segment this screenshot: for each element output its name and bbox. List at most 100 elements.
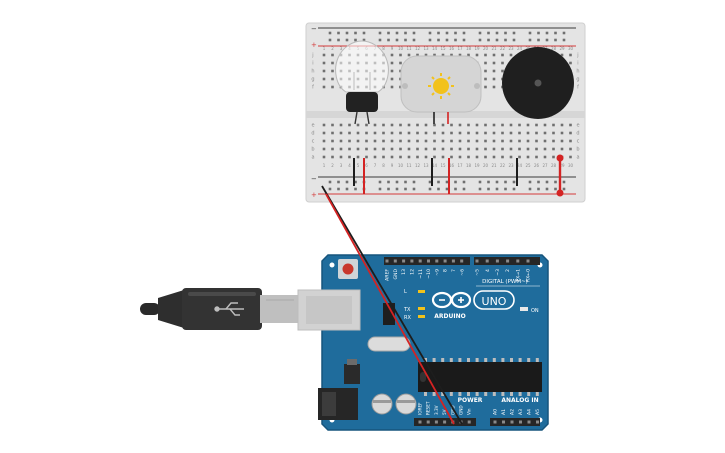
- rail-hole[interactable]: [504, 31, 507, 35]
- breadboard-hole[interactable]: [390, 53, 394, 57]
- reset-button-cap[interactable]: [342, 263, 354, 275]
- breadboard-hole[interactable]: [484, 85, 487, 89]
- rail-hole[interactable]: [554, 180, 557, 184]
- breadboard-hole[interactable]: [569, 147, 572, 151]
- jumper-red-3-end-bottom[interactable]: [556, 189, 564, 197]
- breadboard-hole[interactable]: [492, 69, 496, 73]
- breadboard-hole[interactable]: [407, 139, 411, 143]
- header-pin[interactable]: [475, 259, 479, 263]
- rail-hole[interactable]: [345, 187, 349, 191]
- rail-hole[interactable]: [428, 38, 432, 42]
- rail-hole[interactable]: [412, 38, 416, 42]
- breadboard-hole[interactable]: [390, 123, 394, 127]
- breadboard-hole[interactable]: [382, 147, 385, 151]
- header-pin[interactable]: [435, 259, 439, 263]
- breadboard-hole[interactable]: [390, 85, 394, 89]
- rail-hole[interactable]: [428, 180, 432, 184]
- breadboard-hole[interactable]: [569, 155, 572, 159]
- breadboard-hole[interactable]: [416, 147, 419, 151]
- buzzer-icon[interactable]: [502, 47, 574, 119]
- breadboard-hole[interactable]: [458, 147, 462, 151]
- breadboard-hole[interactable]: [509, 147, 513, 151]
- rail-hole[interactable]: [428, 31, 432, 35]
- breadboard-hole[interactable]: [365, 155, 368, 159]
- breadboard-hole[interactable]: [509, 139, 513, 143]
- header-pin[interactable]: [495, 259, 499, 263]
- header-pin[interactable]: [434, 420, 438, 424]
- breadboard-hole[interactable]: [535, 147, 538, 151]
- breadboard-hole[interactable]: [475, 123, 479, 127]
- rail-hole[interactable]: [554, 31, 557, 35]
- breadboard-hole[interactable]: [322, 53, 326, 57]
- breadboard-hole[interactable]: [569, 53, 572, 57]
- breadboard-hole[interactable]: [475, 147, 479, 151]
- rail-hole[interactable]: [354, 187, 357, 191]
- breadboard-hole[interactable]: [450, 123, 453, 127]
- breadboard-hole[interactable]: [433, 139, 436, 143]
- rail-hole[interactable]: [445, 38, 449, 42]
- breadboard-hole[interactable]: [458, 53, 462, 57]
- header-pin[interactable]: [418, 420, 422, 424]
- breadboard-hole[interactable]: [560, 131, 564, 135]
- breadboard-hole[interactable]: [484, 53, 487, 57]
- breadboard-hole[interactable]: [399, 53, 402, 57]
- header-pin[interactable]: [516, 259, 520, 263]
- rail-hole[interactable]: [562, 38, 566, 42]
- breadboard-hole[interactable]: [492, 123, 496, 127]
- breadboard-hole[interactable]: [382, 131, 385, 135]
- bulb-icon[interactable]: [335, 40, 389, 125]
- rail-hole[interactable]: [562, 31, 566, 35]
- rail-hole[interactable]: [362, 38, 366, 42]
- rail-hole[interactable]: [554, 187, 557, 191]
- rail-hole[interactable]: [537, 187, 540, 191]
- breadboard-hole[interactable]: [322, 139, 326, 143]
- breadboard-hole[interactable]: [509, 53, 513, 57]
- breadboard-hole[interactable]: [441, 155, 445, 159]
- rail-hole[interactable]: [512, 31, 516, 35]
- breadboard-hole[interactable]: [382, 155, 385, 159]
- rail-hole[interactable]: [454, 31, 457, 35]
- header-pin[interactable]: [510, 420, 514, 424]
- rail-hole[interactable]: [528, 187, 532, 191]
- rail-hole[interactable]: [445, 180, 449, 184]
- rail-hole[interactable]: [378, 38, 382, 42]
- rail-hole[interactable]: [528, 38, 532, 42]
- wire-black-gnd[interactable]: [321, 185, 463, 425]
- breadboard-hole[interactable]: [339, 123, 343, 127]
- header-pin[interactable]: [526, 259, 530, 263]
- breadboard-hole[interactable]: [441, 131, 445, 135]
- breadboard-jumpers[interactable]: [353, 154, 564, 197]
- breadboard-hole[interactable]: [399, 139, 402, 143]
- breadboard-hole[interactable]: [390, 139, 394, 143]
- breadboard-hole[interactable]: [399, 69, 402, 73]
- breadboard-hole[interactable]: [365, 139, 368, 143]
- rail-hole[interactable]: [354, 180, 357, 184]
- breadboard-hole[interactable]: [518, 131, 521, 135]
- breadboard-hole[interactable]: [331, 61, 334, 65]
- breadboard-hole[interactable]: [339, 139, 343, 143]
- breadboard-hole[interactable]: [509, 131, 513, 135]
- rail-hole[interactable]: [462, 187, 466, 191]
- breadboard-hole[interactable]: [390, 61, 394, 65]
- breadboard-hole[interactable]: [484, 123, 487, 127]
- breadboard-hole[interactable]: [535, 155, 538, 159]
- rail-hole[interactable]: [345, 180, 349, 184]
- breadboard-hole[interactable]: [331, 155, 334, 159]
- header-pin[interactable]: [527, 420, 531, 424]
- rail-hole[interactable]: [378, 187, 382, 191]
- breadboard-hole[interactable]: [475, 139, 479, 143]
- breadboard-hole[interactable]: [390, 131, 394, 135]
- breadboard-hole[interactable]: [348, 147, 351, 151]
- breadboard-hole[interactable]: [501, 131, 504, 135]
- breadboard-hole[interactable]: [331, 147, 334, 151]
- breadboard-hole[interactable]: [484, 139, 487, 143]
- rail-hole[interactable]: [437, 180, 440, 184]
- breadboard-hole[interactable]: [458, 155, 462, 159]
- rail-hole[interactable]: [337, 180, 340, 184]
- breadboard-hole[interactable]: [492, 139, 496, 143]
- breadboard-hole[interactable]: [365, 147, 368, 151]
- breadboard-hole[interactable]: [467, 131, 470, 135]
- breadboard-hole[interactable]: [501, 155, 504, 159]
- breadboard-hole[interactable]: [450, 53, 453, 57]
- breadboard-hole[interactable]: [331, 69, 334, 73]
